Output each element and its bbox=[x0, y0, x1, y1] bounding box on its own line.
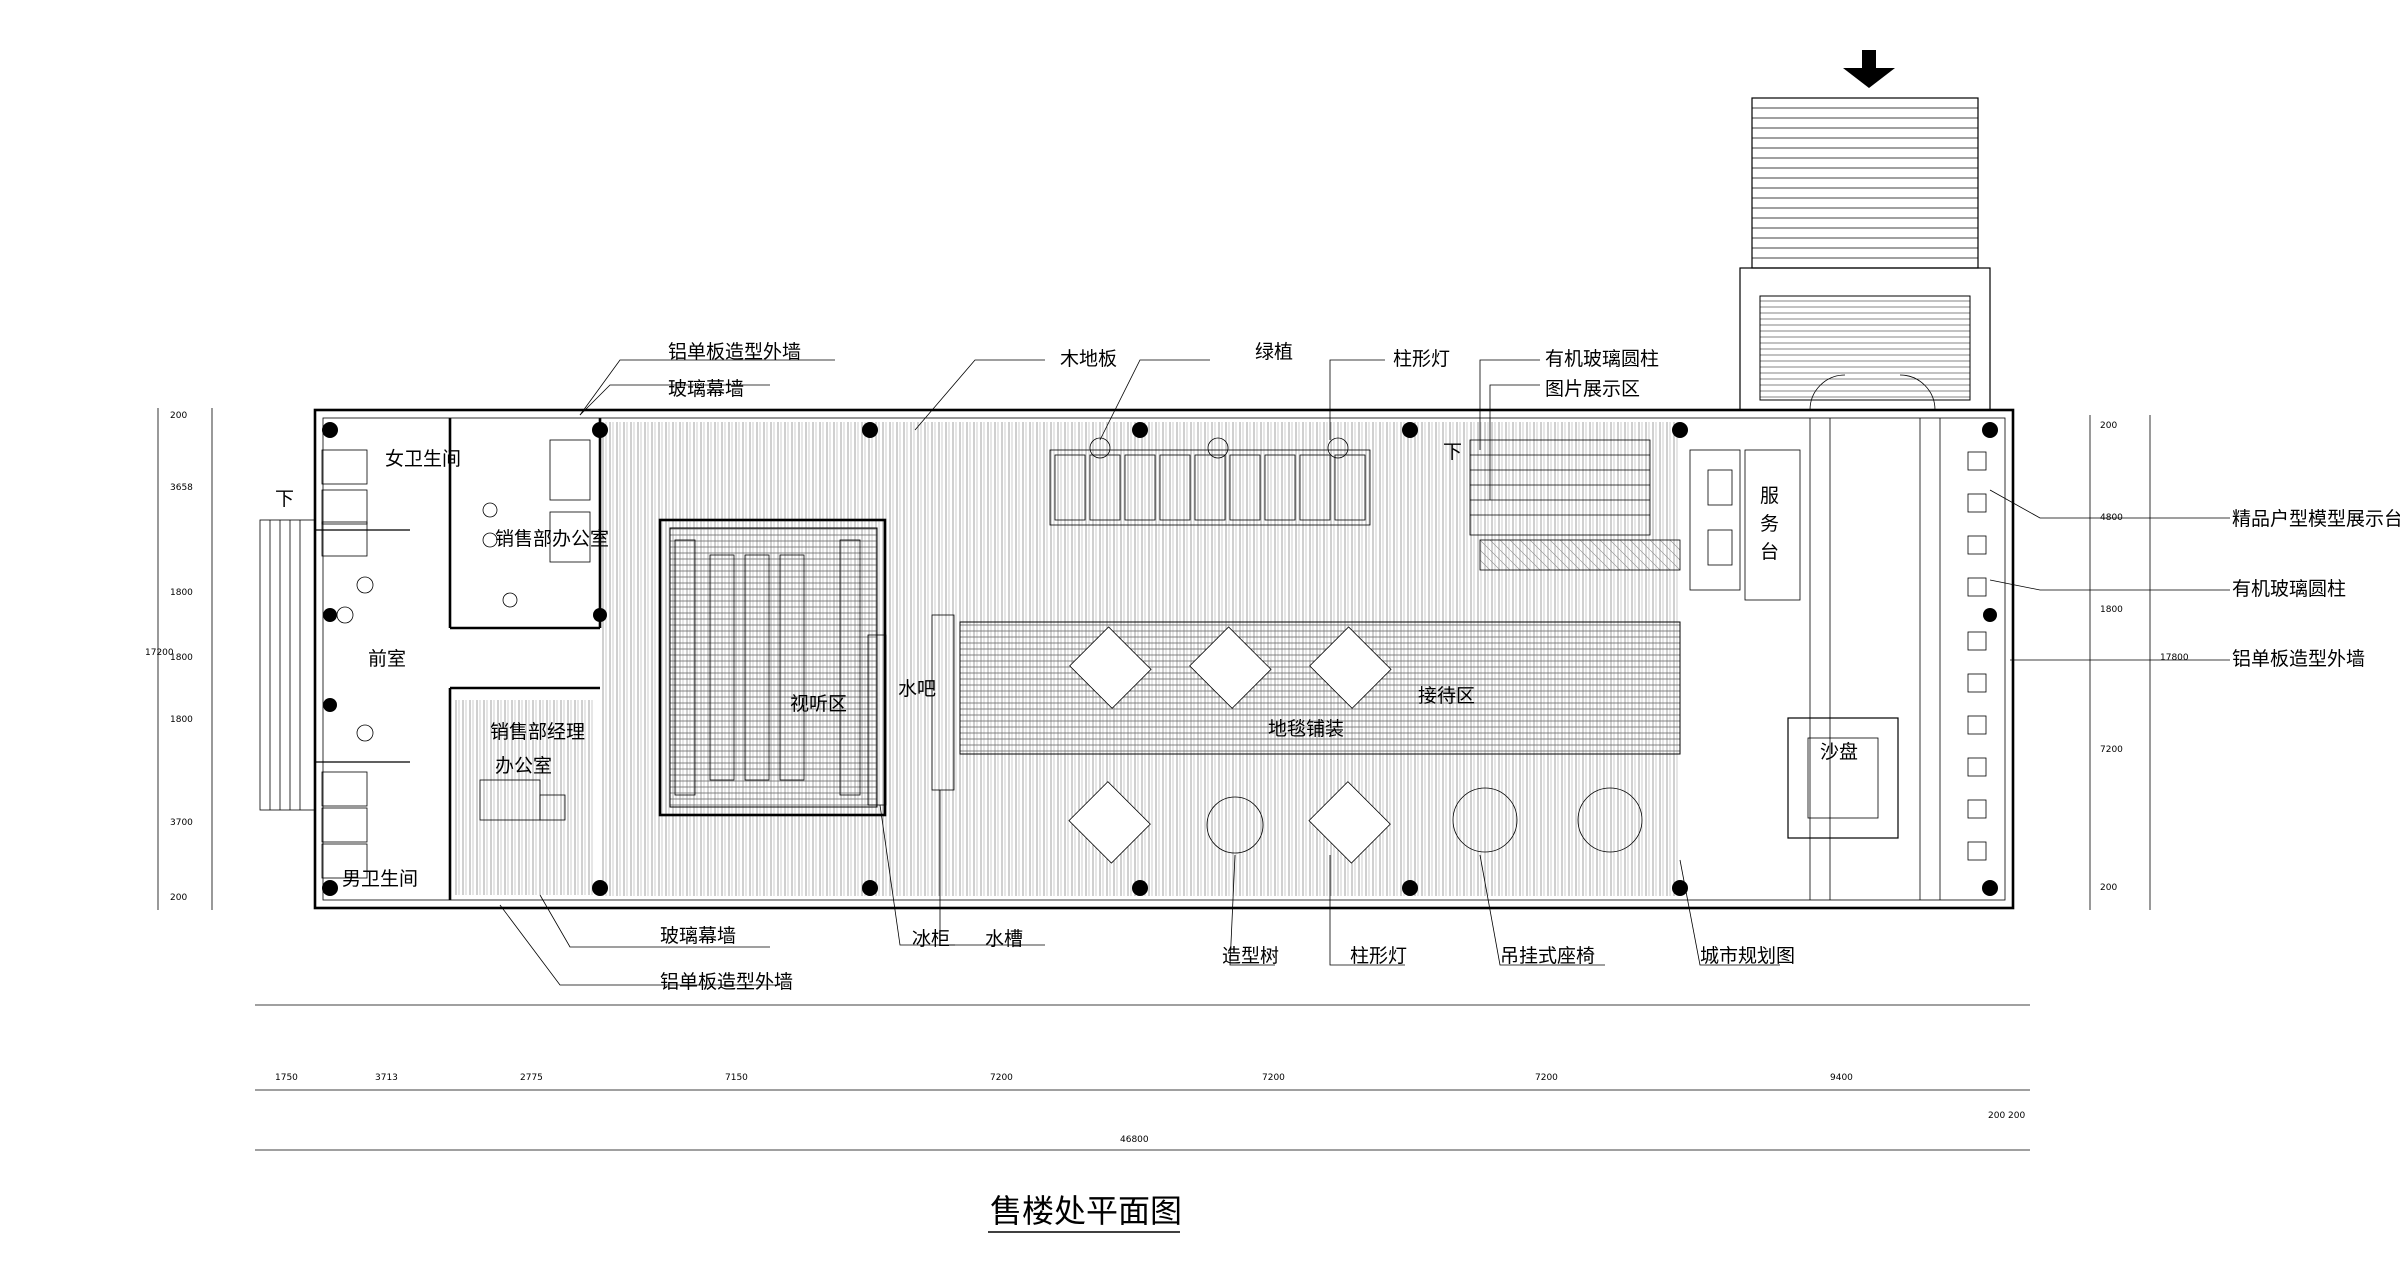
model-display-stands bbox=[1967, 451, 1987, 861]
dim-bottom-4: 7150 bbox=[725, 1073, 748, 1083]
dim-bottom-5: 7200 bbox=[990, 1073, 1013, 1083]
right-hall-lines bbox=[1809, 418, 1941, 900]
label-glass-curtain-top: 玻璃幕墙 bbox=[668, 378, 744, 400]
dim-bottom-7: 7200 bbox=[1535, 1073, 1558, 1083]
label-sand-table: 沙盘 bbox=[1820, 741, 1858, 763]
label-service-desk-2: 务 bbox=[1760, 513, 1779, 535]
carpet-band bbox=[959, 621, 1681, 755]
top-furniture bbox=[1049, 437, 1371, 526]
label-carpet: 地毯铺装 bbox=[1268, 718, 1344, 740]
dim-right-total: 17800 bbox=[2160, 653, 2189, 663]
dim-right-2: 4800 bbox=[2100, 513, 2123, 523]
dim-right-3: 1800 bbox=[2100, 605, 2123, 615]
dim-bottom-3: 2775 bbox=[520, 1073, 543, 1083]
dim-bottom-8: 9400 bbox=[1830, 1073, 1853, 1083]
label-planter: 绿植 bbox=[1255, 341, 1293, 363]
label-wall-alum-bottom: 铝单板造型外墙 bbox=[660, 971, 793, 993]
label-wall-alum-top: 铝单板造型外墙 bbox=[668, 341, 801, 363]
label-manager-office-line2: 办公室 bbox=[495, 755, 552, 777]
label-acrylic-column-top: 有机玻璃圆柱 bbox=[1545, 348, 1659, 370]
dim-total: 46800 bbox=[1120, 1135, 1149, 1145]
sand-table bbox=[1787, 717, 1899, 839]
label-photo-display: 图片展示区 bbox=[1545, 378, 1640, 400]
dim-bottom-6: 7200 bbox=[1262, 1073, 1285, 1083]
label-stairs-down-left: 下 bbox=[275, 488, 294, 510]
label-water-bar: 水吧 bbox=[898, 678, 936, 700]
label-mens-wc: 男卫生间 bbox=[342, 868, 418, 890]
center-staircase bbox=[1469, 439, 1681, 571]
dim-bottom-right-small: 200 200 bbox=[1988, 1111, 2025, 1121]
label-acrylic-column-right: 有机玻璃圆柱 bbox=[2232, 578, 2346, 600]
label-city-plan: 城市规划图 bbox=[1700, 945, 1795, 967]
dim-left-2: 3658 bbox=[170, 483, 193, 493]
label-ice-cabinet: 冰柜 bbox=[912, 928, 950, 950]
label-hanging-chair: 吊挂式座椅 bbox=[1500, 945, 1595, 967]
label-shaped-tree: 造型树 bbox=[1222, 945, 1279, 967]
label-model-display: 精品户型模型展示台 bbox=[2232, 508, 2400, 530]
label-service-desk-3: 台 bbox=[1760, 541, 1779, 563]
label-manager-office-line1: 销售部经理 bbox=[490, 721, 585, 743]
label-womens-wc: 女卫生间 bbox=[385, 448, 461, 470]
label-wall-alum-right: 铝单板造型外墙 bbox=[2232, 648, 2365, 670]
left-entrance-steps bbox=[259, 519, 316, 811]
dim-right-4: 7200 bbox=[2100, 745, 2123, 755]
label-sales-office: 销售部办公室 bbox=[495, 528, 609, 550]
water-bar bbox=[867, 614, 955, 806]
label-column-lamp-bottom: 柱形灯 bbox=[1350, 945, 1407, 967]
entrance-arrow-icon bbox=[1843, 50, 1895, 88]
label-front-room: 前室 bbox=[368, 648, 406, 670]
label-sink: 水槽 bbox=[985, 928, 1023, 950]
label-glass-curtain-bottom: 玻璃幕墙 bbox=[660, 925, 736, 947]
label-wood-floor: 木地板 bbox=[1060, 348, 1117, 370]
dim-left-1: 200 bbox=[170, 411, 187, 421]
av-zone bbox=[658, 518, 887, 817]
dim-right-1: 200 bbox=[2100, 421, 2117, 431]
dim-left-4: 1800 bbox=[170, 653, 193, 663]
service-desk bbox=[1689, 449, 1801, 601]
left-rooms bbox=[315, 418, 602, 900]
dim-bottom-1: 1750 bbox=[275, 1073, 298, 1083]
leader-lines bbox=[499, 359, 2230, 986]
label-column-lamp-top: 柱形灯 bbox=[1393, 348, 1450, 370]
label-av-zone: 视听区 bbox=[790, 693, 847, 715]
dim-left-6: 3700 bbox=[170, 818, 193, 828]
label-reception-zone: 接待区 bbox=[1418, 685, 1475, 707]
drawing-title: 售楼处平面图 bbox=[990, 1192, 1182, 1230]
dim-left-3: 1800 bbox=[170, 588, 193, 598]
dimension-lines bbox=[157, 408, 2151, 1151]
structural-columns bbox=[322, 422, 1998, 896]
entrance-stairs bbox=[1739, 97, 1991, 411]
dim-left-7: 200 bbox=[170, 893, 187, 903]
dim-bottom-2: 3713 bbox=[375, 1073, 398, 1083]
dim-left-5: 1800 bbox=[170, 715, 193, 725]
dim-left-total: 17200 bbox=[145, 648, 174, 658]
dim-right-5: 200 bbox=[2100, 883, 2117, 893]
label-service-desk-1: 服 bbox=[1760, 485, 1779, 507]
reception-seating bbox=[1068, 626, 1643, 864]
label-stairs-down-right: 下 bbox=[1443, 441, 1462, 463]
